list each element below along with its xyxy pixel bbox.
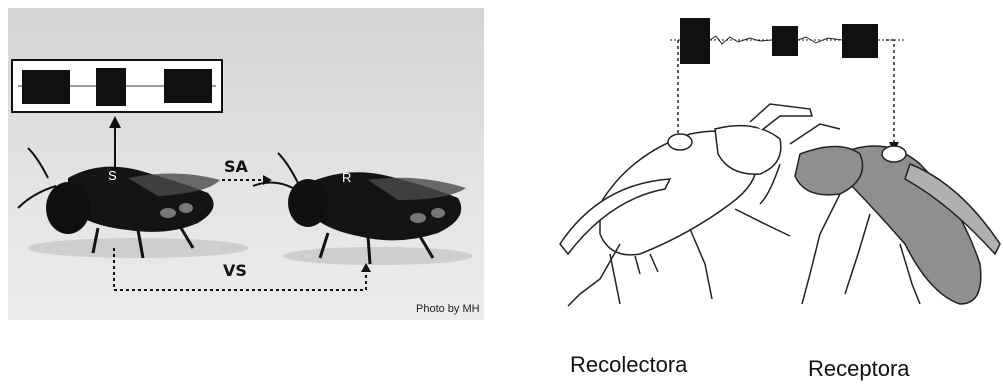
waveform-burst-2 — [96, 68, 126, 106]
drawing-burst-2 — [772, 26, 798, 56]
airborne-label: SA — [224, 157, 249, 176]
receiver-label: R — [342, 170, 351, 185]
waveform-burst-1 — [22, 70, 70, 104]
receiver-bee-drawing — [760, 146, 1000, 304]
arrow-up-icon — [109, 116, 121, 128]
forager-label: Recolectora — [570, 352, 687, 378]
vibration-label: VS — [223, 261, 247, 280]
photo-credit: Photo by MH — [416, 303, 480, 315]
drawing-waveform — [670, 18, 906, 64]
drawing-burst-1 — [680, 18, 710, 64]
receiver-label: Receptora — [808, 356, 910, 382]
airborne-sound-arrow: SA — [222, 157, 272, 185]
drawing-burst-3 — [842, 24, 878, 58]
bee-photo-panel: S R SA VS Photo by MH — [8, 8, 484, 320]
waveform-burst-3 — [164, 69, 212, 103]
photo-waveform-box — [12, 60, 222, 112]
photo-scene: S R SA VS Photo by MH — [8, 8, 484, 320]
bee-illustration — [540, 4, 1003, 344]
sender-label: S — [108, 168, 117, 183]
forager-bee-drawing — [560, 104, 840, 306]
